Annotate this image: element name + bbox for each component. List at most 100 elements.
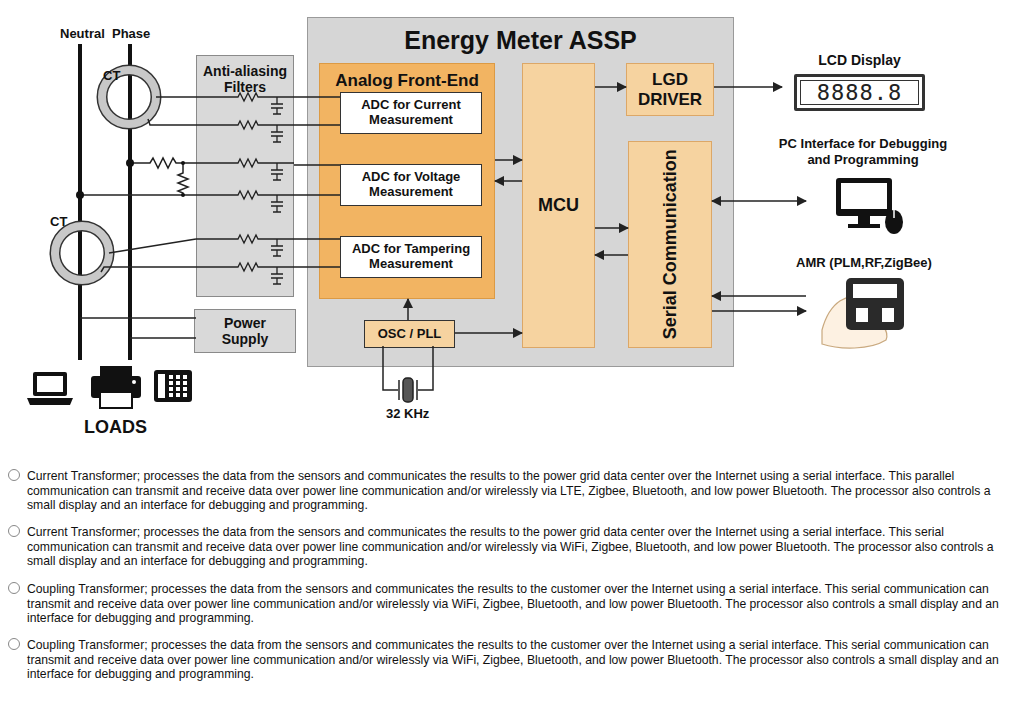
- filter-symbol: [196, 263, 294, 271]
- signal-wire: [294, 239, 340, 267]
- sensor-wire: [80, 97, 196, 338]
- amr-device: [846, 278, 904, 330]
- pc-icon: [836, 178, 892, 216]
- filter-symbol: [271, 97, 283, 114]
- junction-dot: [181, 193, 185, 197]
- mains-line: [78, 44, 82, 360]
- pc-icon: [836, 178, 903, 234]
- printer-icon: [100, 366, 132, 376]
- pc-label: PC Interface for Debugging and Programmi…: [768, 136, 958, 167]
- display-digits: 8888.8: [794, 74, 925, 111]
- box-label: ADC for Voltage Measurement: [345, 170, 477, 200]
- phone-icon: [169, 375, 173, 379]
- printer-icon: [132, 380, 136, 384]
- front-end-box: Analog Front-EndADC for Current Measurem…: [319, 63, 495, 299]
- sensor-wire: [109, 239, 196, 253]
- printer-icon: [100, 392, 132, 408]
- sensor-wire: [130, 158, 196, 168]
- pc-icon: [893, 210, 895, 218]
- answer-option: Current Transformer; processes the data …: [27, 525, 1012, 569]
- answer-option: Current Transformer; processes the data …: [27, 469, 1012, 513]
- amr-device: [822, 278, 904, 348]
- data-arrow: [495, 180, 522, 182]
- filter-symbol: [196, 121, 294, 129]
- phone-icon: [158, 374, 165, 398]
- junction-dot: [126, 159, 134, 167]
- radio-button: [9, 583, 20, 594]
- sensor-wire: [130, 337, 196, 339]
- box-label: ADC for Current Measurement: [345, 98, 477, 128]
- box-label: Serial Communication: [660, 149, 681, 339]
- phone-icon: [183, 375, 187, 379]
- lcd-display: LCD Display 8888.8: [782, 52, 937, 116]
- data-arrow: [595, 86, 626, 88]
- box-label: Anti-aliasing Filters: [201, 63, 289, 95]
- pc-icon: [858, 216, 870, 224]
- box-label: LGD DRIVER: [631, 70, 709, 109]
- answer-option: Coupling Transformer; processes the data…: [27, 582, 1012, 626]
- pc-icon: [885, 210, 903, 234]
- radio-button: [9, 470, 20, 650]
- filter-symbol: [271, 195, 283, 212]
- filter-symbol: [271, 163, 283, 180]
- junction-dot: [181, 161, 185, 165]
- adc-box: ADC for Tampering Measurement: [340, 236, 482, 278]
- power-supply-box: Power Supply: [194, 309, 296, 353]
- sensor-wire: [101, 267, 196, 272]
- ct-label: CT: [50, 214, 67, 230]
- io-arrow: [712, 201, 806, 311]
- data-arrow: [495, 159, 522, 161]
- pc-icon: [848, 224, 880, 228]
- driver-box: LGD DRIVER: [626, 63, 714, 116]
- amr-label: AMR (PLM,RF,ZigBee): [780, 255, 948, 271]
- filter-symbol: [271, 239, 283, 256]
- laptop-icon: [33, 372, 67, 396]
- phone-icon: [169, 387, 173, 391]
- display-heading: LCD Display: [818, 52, 900, 68]
- sensor-wire: [80, 194, 196, 196]
- oscillator-box: OSC / PLL: [364, 320, 455, 348]
- io-arrow: [712, 295, 806, 297]
- line-label: Phase: [112, 26, 150, 42]
- data-arrow: [595, 227, 628, 229]
- mcu-box: MCU: [522, 63, 595, 348]
- box-label: MCU: [538, 195, 579, 216]
- crystal-symbol: [383, 346, 433, 402]
- data-arrow: [407, 299, 409, 320]
- box-label: ADC for Tampering Measurement: [345, 242, 477, 272]
- phone-icon: [183, 387, 187, 391]
- phone-icon: [176, 387, 180, 391]
- filter-box: Anti-aliasing Filters: [196, 55, 294, 297]
- junction-dot: [76, 159, 185, 199]
- phone-icon: [176, 393, 180, 397]
- adc-box: ADC for Current Measurement: [340, 92, 482, 134]
- box-label: OSC / PLL: [378, 327, 442, 342]
- crystal-symbol: [418, 346, 433, 390]
- filter-symbol: [196, 191, 294, 199]
- filter-symbol: [196, 93, 294, 101]
- adc-box: ADC for Voltage Measurement: [340, 164, 482, 206]
- phone-icon: [169, 393, 173, 397]
- phone-icon: [176, 381, 180, 385]
- phone-icon: [169, 381, 173, 385]
- phone-icon: [154, 370, 192, 402]
- sensor-wire: [80, 317, 196, 319]
- radio-button: [9, 639, 20, 650]
- pc-icon: [841, 183, 887, 209]
- laptop-icon: [37, 376, 63, 392]
- phone-icon: [183, 393, 187, 397]
- sensor-wire: [178, 163, 188, 195]
- amr-device: [853, 284, 897, 298]
- sensor-wire: [148, 119, 196, 125]
- filter-symbol: [196, 159, 294, 167]
- signal-wire: [294, 165, 340, 195]
- crystal-symbol: [416, 380, 418, 400]
- filter-symbol: [196, 235, 294, 243]
- phone-icon: [176, 375, 180, 379]
- signal-wire: [294, 97, 340, 125]
- crystal-symbol: [383, 346, 398, 390]
- phone-icon: [154, 370, 192, 402]
- radio-button: [9, 526, 20, 537]
- io-arrow: [712, 310, 806, 312]
